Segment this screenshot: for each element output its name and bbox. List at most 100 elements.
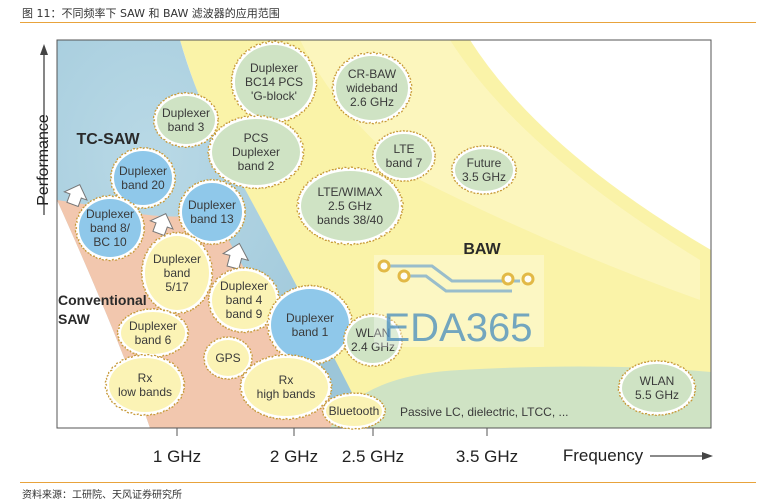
- bubble-label: 2.4 GHz: [351, 340, 395, 354]
- bubble-label: 5.5 GHz: [635, 388, 679, 402]
- bubble-fill: [121, 312, 185, 354]
- top-rule: [20, 22, 756, 23]
- bubble-label: Future: [467, 156, 502, 170]
- bubble-label: Duplexer: [250, 61, 298, 75]
- bubble-label: Duplexer: [119, 164, 167, 178]
- baw-label: BAW: [463, 241, 501, 258]
- bubble-fill: [244, 358, 328, 416]
- bubble-label: Duplexer: [86, 207, 134, 221]
- bubble-fill: [622, 364, 692, 412]
- bubble-label: band 3: [168, 120, 205, 134]
- bubble-fill: [212, 271, 276, 329]
- bubble-fill: [271, 289, 349, 361]
- bubble-label: BC 10: [93, 235, 127, 249]
- watermark-node-icon: [521, 272, 535, 286]
- bubble-label: LTE/WIMAX: [317, 185, 382, 199]
- conventional-saw-label-line-1: Conventional: [58, 292, 147, 308]
- up-arrow-icon: [221, 242, 250, 270]
- bubble-label: band 20: [121, 178, 165, 192]
- bubble-fill: [336, 56, 408, 120]
- bubble-fill: [109, 358, 181, 412]
- bubble-fill: [145, 236, 209, 310]
- bubble-label: WLAN: [356, 326, 391, 340]
- bubble-label: band 9: [226, 307, 263, 321]
- bubble-label: band 4: [226, 293, 263, 307]
- bubble-label: 'G-block': [251, 89, 297, 103]
- bubble-label: 5/17: [165, 280, 189, 294]
- bubble-label: band 1: [292, 325, 329, 339]
- x-tick-label: 2 GHz: [270, 447, 318, 466]
- bubble-label: 2.6 GHz: [350, 95, 394, 109]
- bubble-label: WLAN: [640, 374, 675, 388]
- bubble-label: band 8/: [90, 221, 131, 235]
- bubble-fill: [326, 396, 382, 426]
- watermark-node-icon: [377, 259, 391, 273]
- eda365-watermark: EDA365: [374, 255, 544, 350]
- bubble-label: high bands: [257, 387, 316, 401]
- y-axis-arrow-icon: [40, 44, 48, 55]
- bubble-label: PCS: [244, 131, 269, 145]
- bubble-bluetooth: Bluetooth: [321, 392, 387, 430]
- bubble-label: low bands: [118, 385, 172, 399]
- bubble-label: Bluetooth: [329, 404, 380, 418]
- bubble-fill: [455, 149, 513, 191]
- bubble-label: Duplexer: [129, 319, 177, 333]
- bubble-label: band 13: [190, 212, 234, 226]
- bubble-fill: [114, 151, 172, 205]
- tc-saw-label: TC-SAW: [76, 131, 140, 148]
- conventional-saw-label-line-2: SAW: [58, 311, 91, 327]
- bubble-label: 3.5 GHz: [462, 170, 506, 184]
- y-axis: Performance: [35, 44, 52, 215]
- bubble-label: wideband: [345, 81, 397, 95]
- bubble-label: CR-BAW: [348, 67, 397, 81]
- watermark-trace: [384, 264, 520, 283]
- watermark-node-icon: [501, 272, 515, 286]
- passive-region: [330, 366, 711, 428]
- watermark-text: EDA365: [384, 306, 533, 350]
- bubble-label: bands 38/40: [317, 213, 383, 227]
- bubble-label: Duplexer: [153, 252, 201, 266]
- bubble-fill: [79, 199, 141, 257]
- x-tick-label: 3.5 GHz: [456, 447, 518, 466]
- bubble-fill: [157, 96, 215, 144]
- bubble-fill: [207, 340, 249, 376]
- bubble-label: band 7: [386, 156, 423, 170]
- bubble-fill: [182, 183, 242, 241]
- watermark-node-icon: [397, 269, 411, 283]
- bubble-label: Duplexer: [162, 106, 210, 120]
- x-axis-arrow-icon: [702, 452, 713, 460]
- bubble-label: 2.5 GHz: [328, 199, 372, 213]
- passive-label: Passive LC, dielectric, LTCC, ...: [400, 405, 569, 419]
- bubble-label: Duplexer: [220, 279, 268, 293]
- bubble-fill: [376, 134, 432, 178]
- bubble-label: Duplexer: [286, 311, 334, 325]
- bubble-label: band: [164, 266, 191, 280]
- x-tick-label: 1 GHz: [153, 447, 201, 466]
- upgrade-arrows: [63, 183, 250, 270]
- bubble-label: LTE: [393, 142, 414, 156]
- plot-frame: [56, 39, 712, 429]
- up-arrow-icon: [149, 212, 174, 237]
- bubble-fill: [347, 317, 399, 363]
- bubble-label: BC14 PCS: [245, 75, 303, 89]
